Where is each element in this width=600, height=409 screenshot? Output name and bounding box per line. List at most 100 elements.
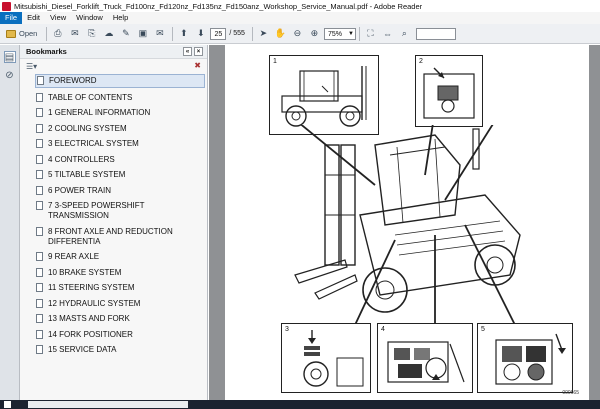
open-button[interactable]: Open xyxy=(2,26,41,41)
bookmark-icon xyxy=(36,92,43,102)
pdf-page: 1 2 xyxy=(225,45,589,400)
figure-caption: 000665 xyxy=(562,390,579,396)
bookmark-icon xyxy=(36,226,43,236)
figure-panel-3: 3 xyxy=(281,323,371,393)
menu-bar: File Edit View Window Help xyxy=(0,12,600,24)
menu-help[interactable]: Help xyxy=(112,13,129,22)
fit-width-icon[interactable]: ⇔ xyxy=(382,28,392,39)
bookmark-item[interactable]: 14 FORK POSITIONER xyxy=(35,329,205,341)
bookmark-icon xyxy=(36,314,43,323)
folder-icon xyxy=(6,29,16,38)
menu-window[interactable]: Window xyxy=(76,13,103,22)
figure-panel-4: 4 xyxy=(377,323,473,393)
toolbar-separator xyxy=(46,26,48,41)
figure-panel-2: 2 xyxy=(415,55,483,127)
bookmark-icon xyxy=(37,76,44,85)
menu-edit[interactable]: Edit xyxy=(27,13,41,22)
title-bar: Mitsubishi_Diesel_Forklift_Truck_Fd100nz… xyxy=(0,0,600,12)
fit-page-icon[interactable]: ⛶ xyxy=(367,28,374,38)
forklift-side-view xyxy=(281,66,367,127)
toolbar-separator xyxy=(251,26,253,41)
bookmark-icon xyxy=(36,154,43,164)
bookmark-icon xyxy=(36,345,43,354)
panel-number: 4 xyxy=(381,326,385,333)
zoom-out-icon[interactable]: ⊖ xyxy=(293,28,302,38)
taskbar xyxy=(0,400,600,409)
upload-icon[interactable]: ☁ xyxy=(104,28,114,38)
bookmark-item[interactable]: 2 COOLING SYSTEM xyxy=(35,123,205,135)
comment-icon[interactable]: ✉ xyxy=(156,28,164,38)
bookmark-item[interactable]: 11 STEERING SYSTEM xyxy=(35,282,205,294)
panel-number: 1 xyxy=(273,58,277,65)
close-icon[interactable]: × xyxy=(194,47,203,56)
bookmarks-title: Bookmarks xyxy=(26,47,67,56)
bookmark-item[interactable]: 7 3-SPEED POWERSHIFT TRANSMISSION xyxy=(35,200,205,222)
zoom-select[interactable]: 75% ▼ xyxy=(323,27,356,40)
sign-icon[interactable]: ✎ xyxy=(122,28,130,38)
bookmark-item[interactable]: TABLE OF CONTENTS xyxy=(35,92,205,104)
bookmark-item[interactable]: 5 TILTABLE SYSTEM xyxy=(35,169,205,181)
select-tool-icon[interactable]: ➤ xyxy=(259,28,268,38)
bookmark-item[interactable]: 1 GENERAL INFORMATION xyxy=(35,107,205,119)
email-icon[interactable]: ✉ xyxy=(71,28,79,38)
filler-cap-detail xyxy=(303,330,364,387)
toolbar-separator xyxy=(358,26,360,41)
bookmark-icon xyxy=(36,298,43,308)
panel-number: 5 xyxy=(481,326,485,333)
bookmarks-panel-icon[interactable]: ▤ xyxy=(3,51,16,63)
bookmark-icon xyxy=(36,329,43,339)
forklift-main-illustration xyxy=(294,125,521,325)
bookmark-item[interactable]: 13 MASTS AND FORK xyxy=(35,313,205,325)
bookmark-icon xyxy=(36,139,43,148)
next-page-icon[interactable]: ⬇ xyxy=(197,28,205,38)
toolbar-separator xyxy=(172,26,174,41)
bookmark-item[interactable]: 8 FRONT AXLE AND REDUCTION DIFFERENTIA xyxy=(35,226,205,248)
hand-tool-icon[interactable]: ✋ xyxy=(274,28,287,38)
collapse-panel-icon[interactable]: « xyxy=(183,47,192,56)
bookmark-icon xyxy=(36,252,43,261)
bookmark-icon xyxy=(36,283,43,292)
panel-number: 3 xyxy=(285,326,289,333)
bookmark-icon xyxy=(36,108,43,117)
bookmarks-panel: Bookmarks « × ☰▾ ✖ FOREWORD TABLE OF CON… xyxy=(20,45,208,400)
save-icon[interactable]: ▣ xyxy=(138,28,148,38)
windows-start-icon[interactable] xyxy=(4,401,11,408)
page-total: / 555 xyxy=(229,30,245,37)
panel-number: 2 xyxy=(419,58,423,65)
bookmark-icon xyxy=(36,123,43,133)
window-title: Mitsubishi_Diesel_Forklift_Truck_Fd100nz… xyxy=(14,1,423,11)
bookmarks-header: Bookmarks « × xyxy=(20,45,207,59)
print-icon[interactable]: ⎙ xyxy=(54,28,62,38)
bookmark-item[interactable]: 10 BRAKE SYSTEM xyxy=(35,267,205,279)
navigation-rail: ▤ ⊘ xyxy=(0,45,20,400)
bookmark-icon xyxy=(36,267,43,277)
bookmarks-toolbar: ☰▾ ✖ xyxy=(20,59,207,73)
bookmark-icon xyxy=(36,170,43,179)
bookmarks-list: FOREWORD TABLE OF CONTENTS 1 GENERAL INF… xyxy=(20,73,207,356)
zoom-in-icon[interactable]: ⊕ xyxy=(310,28,319,38)
find-input[interactable] xyxy=(415,27,456,40)
bookmark-item[interactable]: 3 ELECTRICAL SYSTEM xyxy=(35,138,205,150)
cab-control-detail xyxy=(423,67,475,119)
bookmark-item[interactable]: FOREWORD xyxy=(35,74,205,88)
bookmark-item[interactable]: 4 CONTROLLERS xyxy=(35,154,205,166)
find-icon[interactable]: ⌕ xyxy=(401,28,407,38)
figure-panel-1: 1 xyxy=(269,55,379,135)
previous-page-icon[interactable]: ⬆ xyxy=(180,28,188,38)
page-number-input[interactable]: 25 xyxy=(210,27,227,40)
bookmark-item[interactable]: 9 REAR AXLE xyxy=(35,251,205,263)
menu-file[interactable]: File xyxy=(0,12,23,24)
zoom-value: 75% xyxy=(327,30,342,38)
delete-bookmark-icon[interactable]: ✖ xyxy=(194,61,201,70)
engine-compartment-detail xyxy=(387,341,465,383)
taskbar-search-input[interactable] xyxy=(28,401,188,408)
attachments-icon[interactable]: ⊘ xyxy=(5,69,14,81)
bookmark-item[interactable]: 15 SERVICE DATA xyxy=(35,344,205,356)
document-view[interactable]: 1 2 xyxy=(209,45,600,400)
options-menu-icon[interactable]: ☰▾ xyxy=(26,61,38,71)
menu-view[interactable]: View xyxy=(50,13,67,22)
bookmark-item[interactable]: 12 HYDRAULIC SYSTEM xyxy=(35,298,205,310)
adobe-reader-icon xyxy=(2,1,11,11)
create-pdf-icon[interactable]: ⎘ xyxy=(88,28,96,38)
bookmark-item[interactable]: 6 POWER TRAIN xyxy=(35,185,205,197)
